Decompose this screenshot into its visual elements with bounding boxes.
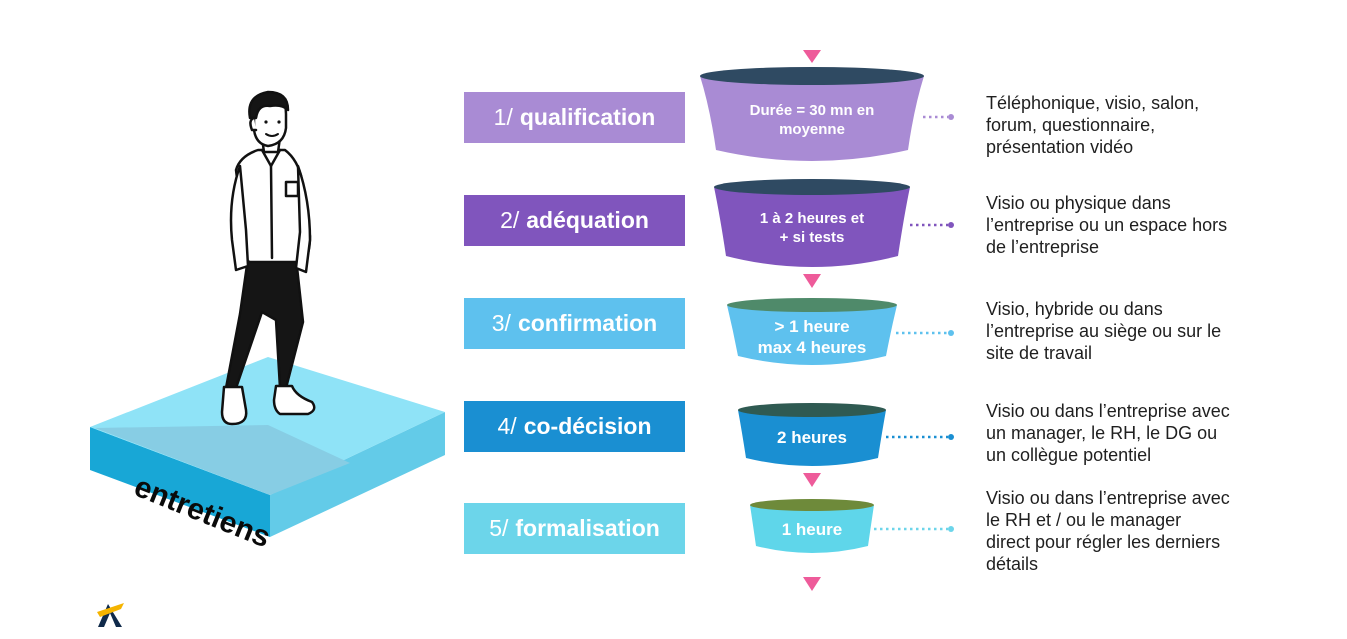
down-arrow-icon — [803, 473, 821, 487]
platform — [90, 357, 445, 537]
step-name: co-décision — [523, 413, 652, 439]
funnel-1 — [700, 76, 924, 161]
funnel-4-top — [738, 403, 886, 417]
description-4: Visio ou dans l’entreprise avec un manag… — [986, 401, 1230, 465]
down-arrow-icon — [803, 50, 821, 63]
funnel-text-4: 2 heures — [777, 428, 847, 448]
funnel-text-5: 1 heure — [781, 520, 843, 540]
step-number: 5/ — [489, 515, 509, 541]
funnel-3 — [727, 305, 897, 365]
step-label-qualification: 1/qualification — [464, 92, 685, 143]
funnel-2-top — [714, 179, 910, 195]
platform-front — [90, 427, 270, 537]
connector-2-dot — [948, 222, 954, 228]
connector-4-dot — [948, 434, 954, 440]
connector-3-dot — [948, 330, 954, 336]
connectors — [874, 114, 954, 532]
description-5: Visio ou dans l’entreprise avec le RH et… — [986, 488, 1230, 574]
down-arrow-icon — [803, 274, 821, 288]
step-label-co-decision: 4/co-décision — [464, 401, 685, 452]
platform-side — [270, 412, 445, 537]
step-name: confirmation — [517, 310, 658, 336]
step-label-adequation: 2/adéquation — [464, 195, 685, 246]
funnel-text-1: Durée = 30 mn en moyenne — [749, 102, 875, 138]
step-number: 2/ — [500, 207, 520, 233]
flow-arrows — [803, 50, 821, 591]
funnel-2 — [714, 187, 910, 267]
step-name: formalisation — [515, 515, 660, 541]
step-label-confirmation: 3/confirmation — [464, 298, 685, 349]
funnel-5-top — [750, 499, 874, 511]
connector-5-dot — [948, 526, 954, 532]
platform-shade — [95, 425, 350, 495]
step-label-formalisation: 5/formalisation — [464, 503, 685, 554]
funnel-1-top — [700, 67, 924, 85]
step-name: adéquation — [526, 207, 649, 233]
funnel-group — [700, 67, 924, 553]
step-number: 4/ — [497, 413, 517, 439]
connector-1-dot — [948, 114, 954, 120]
funnel-4 — [738, 410, 886, 466]
funnel-text-3: > 1 heure max 4 heures — [757, 316, 867, 357]
description-1: Téléphonique, visio, salon, forum, quest… — [986, 93, 1200, 157]
person-illustration — [60, 90, 390, 435]
step-number: 3/ — [491, 310, 511, 336]
funnel-text-2: 1 à 2 heures et + si tests — [759, 210, 865, 246]
down-arrow-icon — [803, 577, 821, 591]
funnel-3-top — [727, 298, 897, 312]
step-number: 1/ — [493, 104, 513, 130]
triangle-a-logo — [97, 603, 124, 627]
funnel-5 — [750, 505, 874, 553]
description-2: Visio ou physique dans l’entreprise ou u… — [986, 193, 1228, 257]
step-name: qualification — [519, 104, 656, 130]
description-3: Visio, hybride ou dans l’entreprise au s… — [986, 299, 1222, 363]
